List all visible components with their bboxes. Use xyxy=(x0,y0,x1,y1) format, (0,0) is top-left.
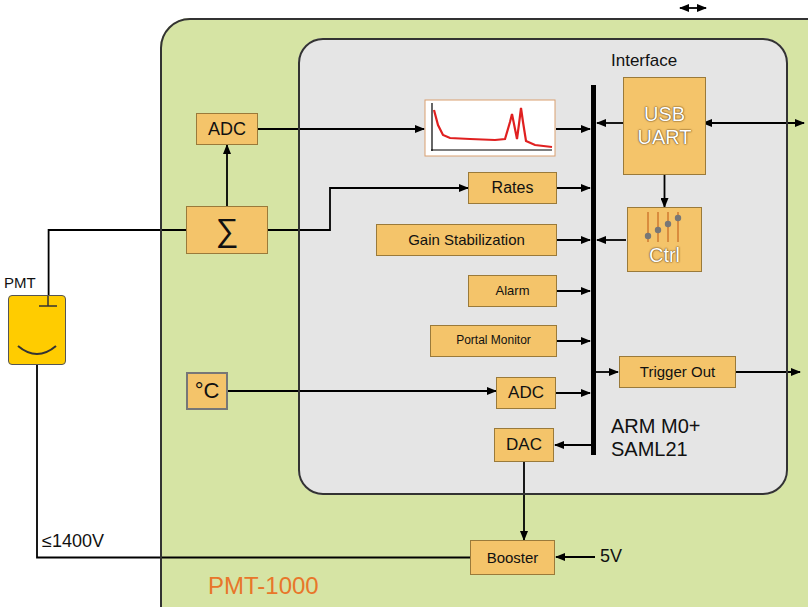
node-heading: ARM M0+ SAML21 xyxy=(611,415,721,461)
node-heading: PMT xyxy=(4,274,36,291)
rates-box: Rates xyxy=(468,172,557,204)
node-label: USB UART xyxy=(624,103,705,149)
slider-icon xyxy=(628,208,698,244)
node-label: Trigger Out xyxy=(640,363,715,380)
node-label: Portal Monitor xyxy=(456,334,531,348)
connector xyxy=(37,365,470,558)
connector xyxy=(664,175,666,207)
node-label: Booster xyxy=(487,549,539,566)
adc-box: ADC xyxy=(496,377,556,409)
node-label: DAC xyxy=(506,435,542,455)
housing: InterfaceUSB UARTRatesGain Stabilization… xyxy=(160,18,808,607)
node-label: °C xyxy=(195,378,220,403)
connector xyxy=(49,230,186,295)
voltage-label: ≤1400V xyxy=(42,531,104,552)
supply-label: 5V xyxy=(600,546,622,567)
ctrl-box: Ctrl xyxy=(627,207,702,272)
node-label: Ctrl xyxy=(649,244,680,267)
node-label: ∑ xyxy=(216,212,239,249)
node-label: Alarm xyxy=(496,284,530,299)
node-label: ADC xyxy=(208,119,246,140)
interface-box: InterfaceUSB UART xyxy=(623,77,706,175)
bus-arrows xyxy=(258,8,804,557)
connector xyxy=(226,145,228,206)
alarm-box: Alarm xyxy=(468,275,557,307)
node-label: ADC xyxy=(508,383,544,403)
adc-box: ADC xyxy=(196,113,258,145)
mcu-region: InterfaceUSB UARTRatesGain Stabilization… xyxy=(298,38,788,495)
mcu-fill xyxy=(298,38,788,495)
pmt-symbol xyxy=(9,296,64,363)
portal-box: Portal Monitor xyxy=(430,325,557,357)
node-heading: PMT-1000 xyxy=(208,572,319,600)
spectrum-plot xyxy=(425,100,555,156)
dac-box: DAC xyxy=(494,428,554,462)
trigger-box: Trigger Out xyxy=(619,356,736,388)
summing-box: ∑ xyxy=(186,206,268,254)
housing-fill xyxy=(160,18,808,607)
connector xyxy=(228,390,496,392)
pmt-tube: PMT xyxy=(8,295,66,365)
node-heading: Interface xyxy=(611,51,677,71)
connector xyxy=(523,462,525,540)
temp-sensor: °C xyxy=(186,372,228,410)
data-bus xyxy=(591,85,596,455)
node-label: Gain Stabilization xyxy=(408,231,525,248)
gain-box: Gain Stabilization xyxy=(376,224,557,256)
booster-box: Booster xyxy=(470,540,555,575)
node-label: Rates xyxy=(492,179,534,197)
